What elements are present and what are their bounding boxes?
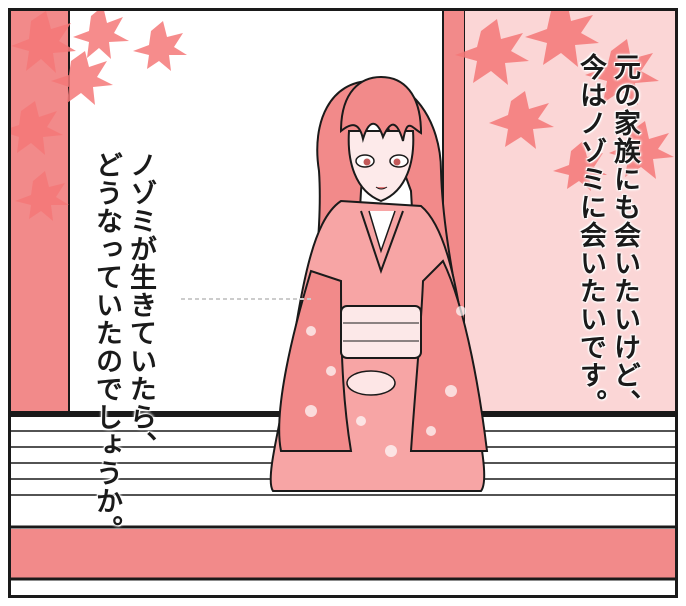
speech-right-line-1: 元の家族にも会いたいけど、 [609,53,640,417]
speech-text-left: ノゾミが生きていたら、 どうなっていたのでしょうか。 [89,151,157,581]
obi-sash [340,305,422,359]
speech-left-line-1: ノゾミが生きていたら、 [125,151,156,459]
speech-right-line-2: 今はノゾミに会いたいです。 [575,53,606,417]
speech-text-right: 元の家族にも会いたいけど、 今はノゾミに会いたいです。 [573,53,641,463]
girl-figure [269,75,489,492]
face [347,130,415,203]
floor-beam [11,529,675,579]
maple-leaves-left [11,11,187,221]
maple-leaves-right [455,11,674,191]
speech-left-line-2: どうなっていたのでしょうか。 [91,151,122,543]
manga-panel: 元の家族にも会いたいけど、 今はノゾミに会いたいです。 ノゾミが生きていたら、 … [8,8,678,598]
panel-artwork [11,11,675,595]
